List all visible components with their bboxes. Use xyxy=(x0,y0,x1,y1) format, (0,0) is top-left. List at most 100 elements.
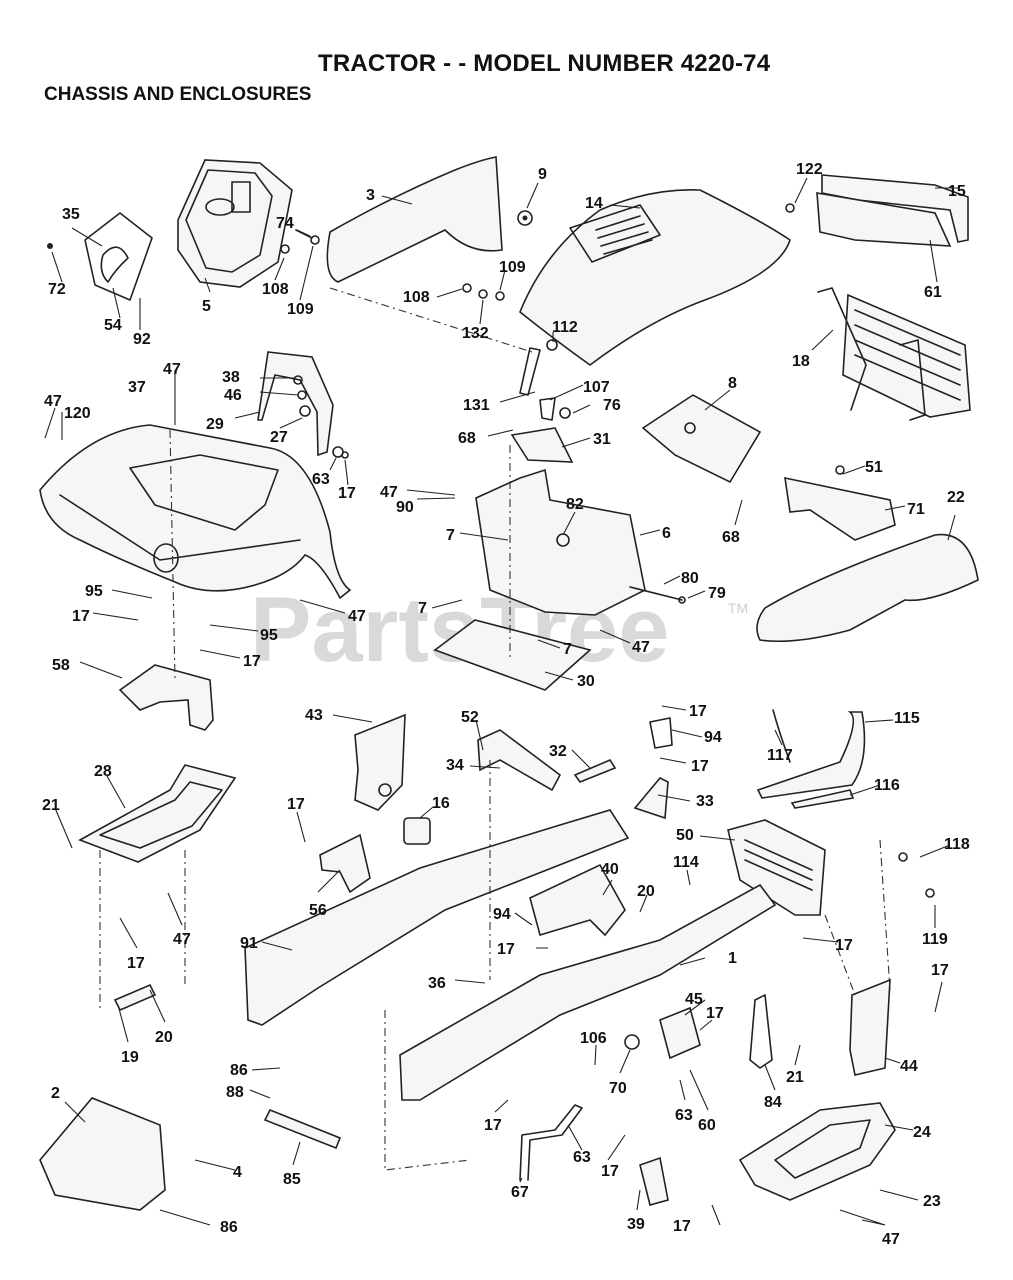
part-front-bracket-61 xyxy=(816,192,952,247)
part-hood-louvers xyxy=(595,215,653,255)
callout-29: 29 xyxy=(206,416,224,433)
callout-112: 112 xyxy=(552,319,578,336)
part-lever-117 xyxy=(772,709,791,763)
callout-76: 76 xyxy=(603,397,621,414)
part-grille-brackets xyxy=(817,287,926,421)
callout-90: 90 xyxy=(396,499,414,516)
callout-119: 119 xyxy=(922,931,948,948)
callout-109b: 109 xyxy=(499,259,526,276)
callout-7c: 7 xyxy=(563,641,572,658)
callout-34: 34 xyxy=(446,757,464,774)
callout-38: 38 xyxy=(222,369,240,386)
callout-16: 16 xyxy=(432,795,450,812)
callout-72: 72 xyxy=(48,281,66,298)
callout-118: 118 xyxy=(944,836,970,853)
callout-106: 106 xyxy=(580,1030,607,1047)
callout-7a: 7 xyxy=(446,527,455,544)
callout-35: 35 xyxy=(62,206,80,223)
part-fender-ridge xyxy=(59,494,301,561)
part-bolt-51 xyxy=(835,465,845,475)
part-plate-43-hole xyxy=(378,783,392,797)
part-bolt-118 xyxy=(898,852,908,862)
part-panel-gauge xyxy=(205,198,235,216)
part-bracket-19 xyxy=(113,983,157,1012)
callout-107: 107 xyxy=(583,379,610,396)
callout-86a: 86 xyxy=(230,1062,248,1079)
callout-131: 131 xyxy=(463,397,490,414)
callout-20a: 20 xyxy=(637,883,655,900)
callout-6: 6 xyxy=(662,525,671,542)
callout-79: 79 xyxy=(708,585,726,602)
assembly-line-frame-bottom xyxy=(384,1010,471,1171)
callout-47e: 47 xyxy=(632,639,650,656)
callout-17g: 17 xyxy=(497,941,515,958)
callout-17k: 17 xyxy=(706,1005,724,1022)
callout-67: 67 xyxy=(511,1184,529,1201)
callout-17b: 17 xyxy=(72,608,90,625)
callout-5: 5 xyxy=(202,298,211,315)
callout-21b: 21 xyxy=(786,1069,804,1086)
callout-36: 36 xyxy=(428,975,446,992)
callout-80: 80 xyxy=(681,570,699,587)
part-screw-72 xyxy=(47,243,53,249)
part-plate-8 xyxy=(641,394,762,484)
callout-108b: 108 xyxy=(403,289,430,306)
callout-63c: 63 xyxy=(573,1149,591,1166)
part-strap-116 xyxy=(790,789,855,809)
part-hood-bracket-131 xyxy=(519,347,541,396)
callout-60: 60 xyxy=(698,1117,716,1134)
callout-4: 4 xyxy=(233,1164,242,1181)
callout-61: 61 xyxy=(924,284,942,301)
part-nut-108a xyxy=(280,244,290,254)
part-dash-plate xyxy=(84,212,153,301)
callout-114: 114 xyxy=(673,854,699,871)
part-plate-2 xyxy=(39,1097,166,1211)
part-washer-109a xyxy=(310,235,320,245)
callout-51: 51 xyxy=(865,459,883,476)
callout-46: 46 xyxy=(224,387,242,404)
part-clip-70 xyxy=(624,1034,640,1050)
watermark-trademark: TM xyxy=(728,600,749,616)
part-seat-pan xyxy=(78,764,237,863)
callout-17j: 17 xyxy=(931,962,949,979)
part-dash-plate-cutout xyxy=(100,246,129,283)
callout-91: 91 xyxy=(240,935,258,952)
callout-23: 23 xyxy=(923,1193,941,1210)
part-mount-bracket-58 xyxy=(118,664,214,731)
callout-18: 18 xyxy=(792,353,810,370)
callout-85: 85 xyxy=(283,1171,301,1188)
callout-92: 92 xyxy=(133,331,151,348)
callout-47g: 47 xyxy=(882,1231,900,1248)
part-knob-27 xyxy=(299,405,311,417)
part-washer-109b xyxy=(495,291,505,301)
callout-19: 19 xyxy=(121,1049,139,1066)
part-bolt-132 xyxy=(478,289,488,299)
callout-43: 43 xyxy=(305,707,323,724)
assembly-line-axle xyxy=(824,839,891,996)
callout-14: 14 xyxy=(585,195,603,212)
part-rod-67 xyxy=(519,1104,583,1181)
callout-31: 31 xyxy=(593,431,611,448)
part-front-panel-24-cutout xyxy=(774,1119,871,1179)
part-bracket-40 xyxy=(529,863,626,937)
callout-68a: 68 xyxy=(458,430,476,447)
part-rod-80 xyxy=(629,586,683,601)
part-washer-38 xyxy=(293,375,303,385)
callout-47c: 47 xyxy=(380,484,398,501)
page-title: TRACTOR - - MODEL NUMBER 4220-74 xyxy=(318,50,771,77)
part-screw-122 xyxy=(785,203,795,213)
callout-88: 88 xyxy=(226,1084,244,1101)
callout-71: 71 xyxy=(907,501,925,518)
part-panel-slot xyxy=(231,181,251,213)
part-washer-46 xyxy=(297,390,307,400)
callout-1: 1 xyxy=(728,950,737,967)
callout-44: 44 xyxy=(900,1058,918,1075)
callout-28: 28 xyxy=(94,763,112,780)
callout-54: 54 xyxy=(104,317,122,334)
callout-17a: 17 xyxy=(338,485,356,502)
assembly-line-fender-down xyxy=(169,429,176,681)
part-bracket-107 xyxy=(539,397,556,421)
part-bracket-45 xyxy=(659,1006,701,1060)
part-tank-cover xyxy=(326,156,503,283)
